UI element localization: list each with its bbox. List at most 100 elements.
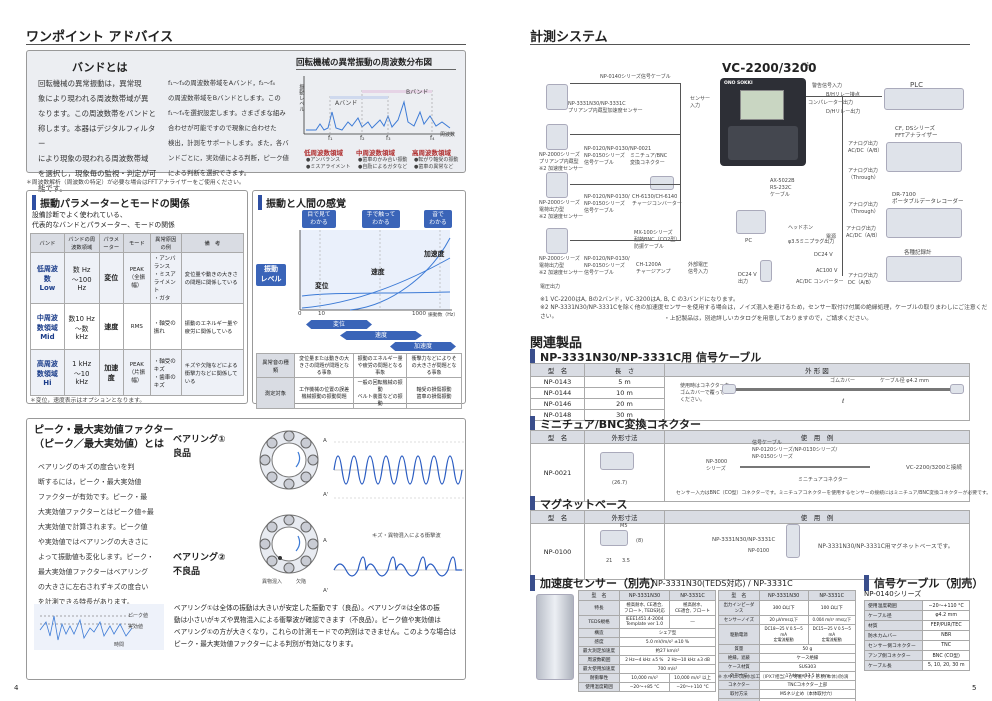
sig-cell: 5, 10, 20, 30 m xyxy=(922,660,970,671)
arrow-acceleration: 加速度 xyxy=(390,342,456,351)
band-title: バンドとは xyxy=(72,61,128,74)
band-para2: f₁〜f₃の周波数帯域をAバンド，f₂〜f₄ の周波数帯域をBバンドとします。こ… xyxy=(168,76,290,181)
high-item: ●歯車の異常など xyxy=(414,164,454,170)
mag-dim: 21 xyxy=(606,558,613,564)
cable-connector-right xyxy=(950,384,964,394)
magnet-image xyxy=(600,530,628,546)
model-sup: ※1 xyxy=(802,62,810,68)
mid-title: 中周波数領域 xyxy=(356,149,395,157)
accel-cell: DC15〜25 V 0.5〜5 mA 定電流駆動 xyxy=(807,624,857,645)
accel-row-head: 耐衝撃性 xyxy=(577,673,621,683)
sensor-input-label: センサー 入力 xyxy=(690,96,711,109)
sensor-label: NP-3331N30/NP-3331C プリアンプ内蔵型加速度センサー xyxy=(568,101,643,114)
band-panel xyxy=(26,50,466,173)
human-cell: 軸受の損傷振動 歯車の損傷振動 xyxy=(406,377,462,409)
accel-footnote: ※ 水中にて防水加工（IPX7相当）が可能です。形状(本体)/防滴 xyxy=(718,675,849,680)
vib-cell-param: 変位 xyxy=(98,252,124,304)
output-bus xyxy=(842,96,843,276)
accel-row-head: 出力インピーダンス xyxy=(718,600,760,616)
peak-panel xyxy=(26,418,466,680)
output-label: B/Hリレー接点 xyxy=(826,92,860,98)
peak-para-line: を計測できる特長があります。 xyxy=(38,598,134,606)
freq-chart-tick: f₄ xyxy=(430,135,435,142)
fft-image xyxy=(886,142,962,172)
vib-cell-note: 振動のエネルギー量や疲労に関係している xyxy=(180,303,245,350)
accel-title: 加速度センサー（別売） xyxy=(530,575,661,591)
sensor-label: NP-2000シリーズ 電荷出力型 ※2 加速度センサー xyxy=(539,256,583,276)
peak-bottom-line: ピーク・最大実効値ファクターによる判別が有効になります。 xyxy=(174,640,358,648)
freq-distribution-chart xyxy=(303,76,454,135)
band-a-bracket xyxy=(330,96,388,99)
high-item: ●転がり軸受の振動 xyxy=(414,157,459,163)
sensor-image xyxy=(546,84,568,110)
low-item: ●ミスアライメント xyxy=(306,164,351,170)
right-title-rule xyxy=(530,44,970,45)
table-row: NP-0100 xyxy=(530,523,970,580)
vib-cell-param: 速度 xyxy=(98,303,124,350)
scratch-label: キズ・異物混入による衝撃波 xyxy=(372,533,441,539)
system-note: ※1 VC-2200はA, Bの2バンド，VC-3200はA, B, C の3バ… xyxy=(540,297,739,303)
sig-row-head: ケーブル長 xyxy=(863,660,924,671)
sig-cell: φ4.2 mm xyxy=(922,610,970,621)
accel-row-head: 最大使用加速度 xyxy=(577,664,621,674)
sigcable-title: 信号ケーブル（別売） xyxy=(864,575,983,591)
high-title: 高周波数領域 xyxy=(412,149,451,157)
accel-cell: IEEE1451.4-2004 Template ver 1.0 xyxy=(619,615,671,629)
mag-th: 使 用 例 xyxy=(664,510,970,524)
band-b-bracket xyxy=(362,90,432,93)
sigcable-sub: NP-0140シリーズ xyxy=(864,590,922,598)
mag-use-base: NP-0100 xyxy=(748,548,770,554)
output-label: 警告信号入力 xyxy=(812,83,843,89)
sig-row-head: 材質 xyxy=(863,620,924,631)
vib-cell-range: 1 kHz 〜10 kHz xyxy=(63,349,100,396)
accel-cell: 10,000 m/s² xyxy=(619,673,671,683)
vib-table-header: 異常原因の例 xyxy=(149,233,182,253)
mag-model: NP-0100 xyxy=(530,523,585,580)
vib-cell-band: 中周波数領域 Mid xyxy=(30,303,65,350)
mag-th: 型 名 xyxy=(530,510,585,524)
accel-row-head: コネクター xyxy=(718,680,760,690)
table-row: 型 名 長 さ 外 形 図 xyxy=(530,363,970,377)
mag-title: マグネットベース xyxy=(530,496,627,512)
sig-row-head: 使用温度範囲 xyxy=(863,600,924,611)
table-row: 最大測定加速度約27 km/s² xyxy=(577,646,716,656)
mid-item: ●歯車のかみ合い振動 xyxy=(358,157,408,163)
mag-dim: (8) xyxy=(636,538,644,544)
accel-row-head: TEDS規格 xyxy=(577,615,621,629)
accel-cell: 極高耐水, CE適合, フロート, TEDS対応 xyxy=(619,600,671,616)
bearing2-title: ベアリング② xyxy=(173,553,226,563)
bnc-th: 型 名 xyxy=(530,430,585,444)
freq-chart-xlabel: 周波数 xyxy=(440,132,456,138)
human-cell: 振動のエネルギー量や疲労の問題となる事象 xyxy=(353,353,408,378)
sensor-cable-label: NP-0120/NP-0130/ NP-0150シリーズ 信号ケーブル xyxy=(584,256,630,276)
cable-bus xyxy=(680,83,681,241)
accel-cell: M5ネジ止め（本体取付穴） xyxy=(758,689,857,699)
curve-label-displacement: 変位 xyxy=(315,282,329,290)
vib-table-header: 備 考 xyxy=(180,233,245,253)
tag-sound: 音で わかる xyxy=(424,210,452,228)
band-b-bounds xyxy=(361,90,433,134)
peak-para-line: 大実効値ファクターとはピーク値÷最 xyxy=(38,508,154,516)
vib-table-header-row: バンド バンドの周波数領域 パラメーター モード 異常原因の例 備 考 xyxy=(30,233,245,253)
band-para1-line: により現象の現われる周波数帯域 xyxy=(38,154,149,163)
vib-param-table: バンド バンドの周波数領域 パラメーター モード 異常原因の例 備 考 低周波数… xyxy=(30,233,245,396)
spectrum-line xyxy=(306,100,451,131)
mag-use-sensor: NP-3331N30/NP-3331C xyxy=(712,537,776,543)
band-para1-line: を選択し，現象毎の監視・判定が可 xyxy=(38,169,157,178)
peak-para-line: ベアリングのキズの度合いを判 xyxy=(38,463,135,471)
accel-row-head: 周波数範囲 xyxy=(577,655,621,665)
wave-a-label: A xyxy=(323,538,327,544)
band-para2-line: f₁〜f₄を選択設定します。さまざまな組み xyxy=(168,109,286,117)
bearing1-title: ベアリング① xyxy=(173,435,226,445)
power-label: 電源 xyxy=(826,234,837,240)
device-keypad xyxy=(728,126,798,160)
table-row: 使用温度範囲−20〜+85 °C−20〜+110 °C xyxy=(577,682,716,692)
vib-table-header: パラメーター xyxy=(98,233,124,253)
wave-bad xyxy=(333,556,464,577)
